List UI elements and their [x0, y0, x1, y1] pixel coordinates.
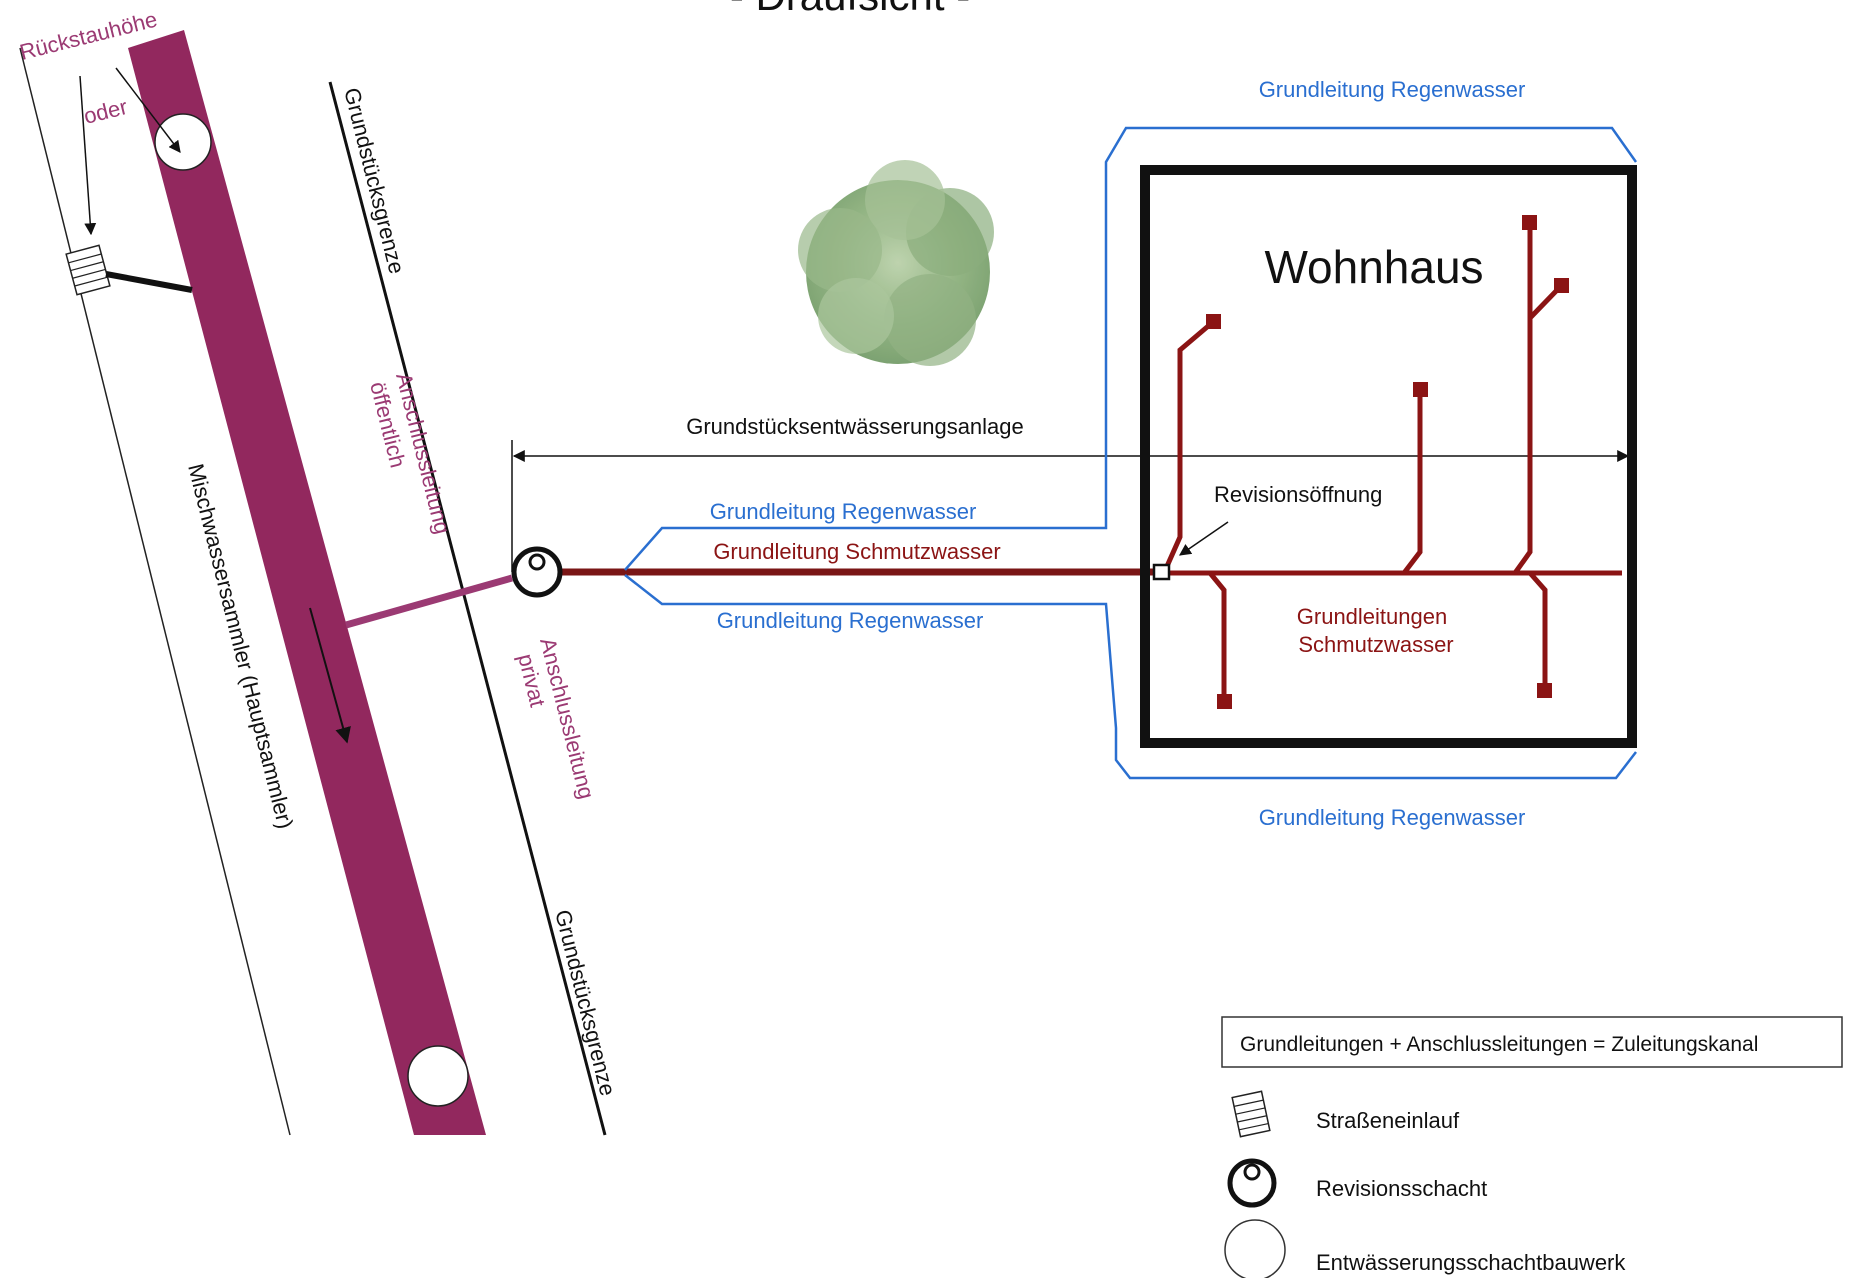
backflow-arrow-to-inlet — [79, 75, 97, 236]
drainage-shaft-icon — [1224, 1219, 1286, 1278]
rainwater-label-bottom: Grundleitung Regenwasser — [1259, 805, 1526, 830]
rainwater-label-top: Grundleitung Regenwasser — [1259, 77, 1526, 102]
street-inlet-icon — [65, 244, 111, 296]
rainwater-line-upper — [624, 126, 1638, 571]
property-boundary-label-bottom: Grundstücksgrenze — [550, 907, 620, 1098]
rainwater-label-mid-lower: Grundleitung Regenwasser — [717, 608, 984, 633]
rainwater-line-lower — [624, 574, 1637, 780]
inspection-shaft-icon — [1227, 1158, 1277, 1208]
sewage-label-mid: Grundleitung Schmutzwasser — [713, 539, 1000, 564]
backflow-arrow-to-shaft — [115, 67, 181, 153]
anschluss-privat-label-1: Anschlussleitung — [535, 635, 599, 801]
oder-label: oder — [81, 94, 130, 129]
legend-formula: Grundleitungen + Anschlussleitungen = Zu… — [1240, 1033, 1758, 1056]
drainage-shaft-bottom — [407, 1045, 469, 1107]
street-edge-line — [19, 47, 291, 1136]
legend-label-inspection-shaft: Revisionsschacht — [1316, 1176, 1487, 1201]
sewage-pipes-house — [1156, 222, 1622, 702]
revision-opening — [1152, 563, 1171, 581]
grundleitungen-schmutz-label-2: Schmutzwasser — [1298, 632, 1453, 657]
grundleitungen-schmutz-label-1: Grundleitungen — [1297, 604, 1447, 629]
drainage-shaft-top — [154, 113, 212, 171]
street-inlet-icon — [1231, 1090, 1271, 1138]
sewage-pipe-ends — [1206, 215, 1569, 709]
flow-direction-arrow — [309, 607, 351, 744]
legend: Grundleitungen + Anschlussleitungen = Zu… — [1221, 1016, 1843, 1278]
tree-icon — [798, 160, 994, 366]
legend-label-drainage-shaft: Entwässerungsschachtbauwerk — [1316, 1250, 1626, 1275]
house-label: Wohnhaus — [1264, 241, 1483, 293]
rainwater-label-mid-upper: Grundleitung Regenwasser — [710, 499, 977, 524]
legend-label-street-inlet: Straßeneinlauf — [1316, 1108, 1460, 1133]
revision-opening-label: Revisionsöffnung — [1214, 482, 1382, 507]
property-drainage-label: Grundstücksentwässerungsanlage — [686, 414, 1024, 439]
property-boundary-line — [328, 81, 607, 1136]
inspection-shaft — [511, 546, 563, 598]
revision-opening-arrow — [1179, 521, 1229, 556]
page-title: - Draufsicht - — [730, 0, 970, 19]
main-sewer-pipe — [128, 30, 486, 1135]
inlet-connection-pipe — [105, 271, 193, 293]
legend-formula-box — [1221, 1016, 1843, 1068]
house-outline — [1140, 165, 1637, 748]
public-connection-pipe — [345, 574, 513, 629]
